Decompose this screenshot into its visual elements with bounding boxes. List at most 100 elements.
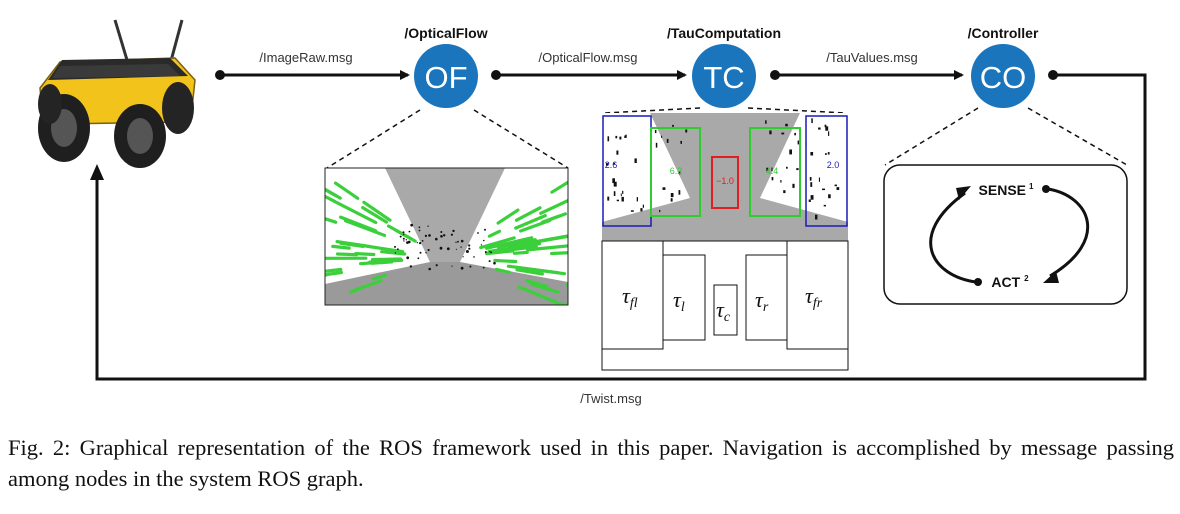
speckle	[789, 149, 792, 155]
flow-vector	[538, 294, 558, 304]
speckle	[440, 231, 443, 233]
flow-vector	[351, 242, 405, 254]
tau-l-label: τl	[673, 287, 685, 315]
speckle	[672, 124, 674, 127]
speckle	[783, 190, 786, 194]
speckle	[771, 177, 774, 181]
speckle	[616, 150, 619, 155]
speckle	[825, 153, 827, 155]
flow-vector	[530, 234, 568, 245]
speckle	[489, 251, 491, 253]
speckle	[620, 193, 622, 197]
speckle	[640, 208, 643, 212]
node-circle	[692, 44, 756, 108]
msg-label-image-raw: /ImageRaw.msg	[259, 50, 352, 65]
speckle	[435, 237, 438, 241]
speckle	[655, 142, 658, 148]
speckle	[818, 177, 820, 182]
flow-vector	[514, 214, 547, 230]
speckle	[607, 136, 610, 142]
node-optical-flow: /OpticalFlow OF	[404, 25, 488, 108]
node-abbr: OF	[424, 60, 467, 95]
figure-caption: Fig. 2: Graphical representation of the …	[8, 432, 1174, 494]
speckle	[435, 264, 438, 267]
flow-vector	[539, 198, 568, 215]
speckle	[630, 210, 634, 212]
flow-vector	[343, 219, 387, 237]
flow-vector	[550, 180, 568, 194]
speckle	[394, 252, 397, 254]
caption-text: Graphical representation of the ROS fram…	[8, 435, 1174, 491]
speckle	[769, 130, 772, 135]
speckle	[397, 248, 399, 251]
speckle	[680, 140, 682, 144]
flow-vector	[331, 244, 351, 250]
speckle	[425, 252, 427, 254]
flow-vectors	[294, 180, 568, 305]
speckle	[460, 246, 462, 248]
speckle	[824, 124, 827, 128]
flow-vector	[549, 251, 568, 256]
speckle	[808, 199, 811, 202]
speckle	[427, 225, 429, 227]
flow-vector	[484, 236, 534, 250]
speckle	[612, 178, 615, 184]
flow-vector	[515, 268, 545, 276]
message-edges	[90, 70, 1147, 381]
speckle	[407, 240, 411, 244]
speckle	[484, 228, 486, 231]
flow-vector	[294, 265, 315, 266]
flow-vector	[370, 257, 403, 262]
speckle	[825, 126, 829, 131]
speckle	[794, 132, 796, 136]
speckle	[477, 232, 479, 234]
node-title: /Controller	[968, 25, 1039, 41]
speckle	[836, 187, 840, 190]
speckle	[405, 239, 407, 241]
speckle	[670, 193, 674, 198]
speckle	[490, 251, 493, 254]
speckle	[460, 266, 464, 270]
speckle	[468, 247, 471, 250]
flow-vector	[514, 265, 567, 276]
speckle	[685, 129, 688, 133]
flow-vector	[496, 238, 537, 249]
node-title: /TauComputation	[667, 25, 781, 41]
flow-vector	[361, 206, 389, 224]
speckle	[765, 120, 767, 124]
flow-vector	[487, 229, 502, 238]
flow-vector	[512, 250, 529, 255]
flow-vector	[525, 244, 568, 252]
speckle	[403, 240, 405, 242]
msg-label-tau-values: /TauValues.msg	[826, 50, 918, 65]
flow-vector	[371, 273, 387, 281]
node-circle	[971, 44, 1035, 108]
node-circle	[414, 44, 478, 108]
speckle	[785, 123, 788, 127]
tau-value-center: −1.0	[716, 176, 734, 186]
flow-vector	[494, 267, 511, 274]
speckle	[810, 182, 813, 187]
speckle	[402, 233, 405, 236]
speckle	[654, 129, 657, 134]
speckle	[811, 118, 813, 124]
flow-vector	[565, 283, 568, 288]
flow-speckles	[394, 223, 496, 271]
robot-image	[38, 19, 196, 168]
flow-vector	[380, 250, 407, 256]
speckle	[402, 237, 405, 240]
tau-value-left: 6.2	[670, 166, 683, 176]
speckle	[822, 188, 825, 191]
speckle	[421, 240, 424, 242]
speckle	[661, 135, 663, 138]
speckle	[815, 214, 818, 220]
msg-label-optical-flow: /OpticalFlow.msg	[539, 50, 638, 65]
flow-vector	[529, 282, 560, 294]
tau-value-far-right: 2.0	[827, 160, 840, 170]
speckle	[622, 190, 624, 194]
speckle	[460, 239, 464, 243]
flow-vector	[333, 181, 360, 200]
speckle	[818, 127, 821, 130]
speckle	[488, 260, 491, 263]
